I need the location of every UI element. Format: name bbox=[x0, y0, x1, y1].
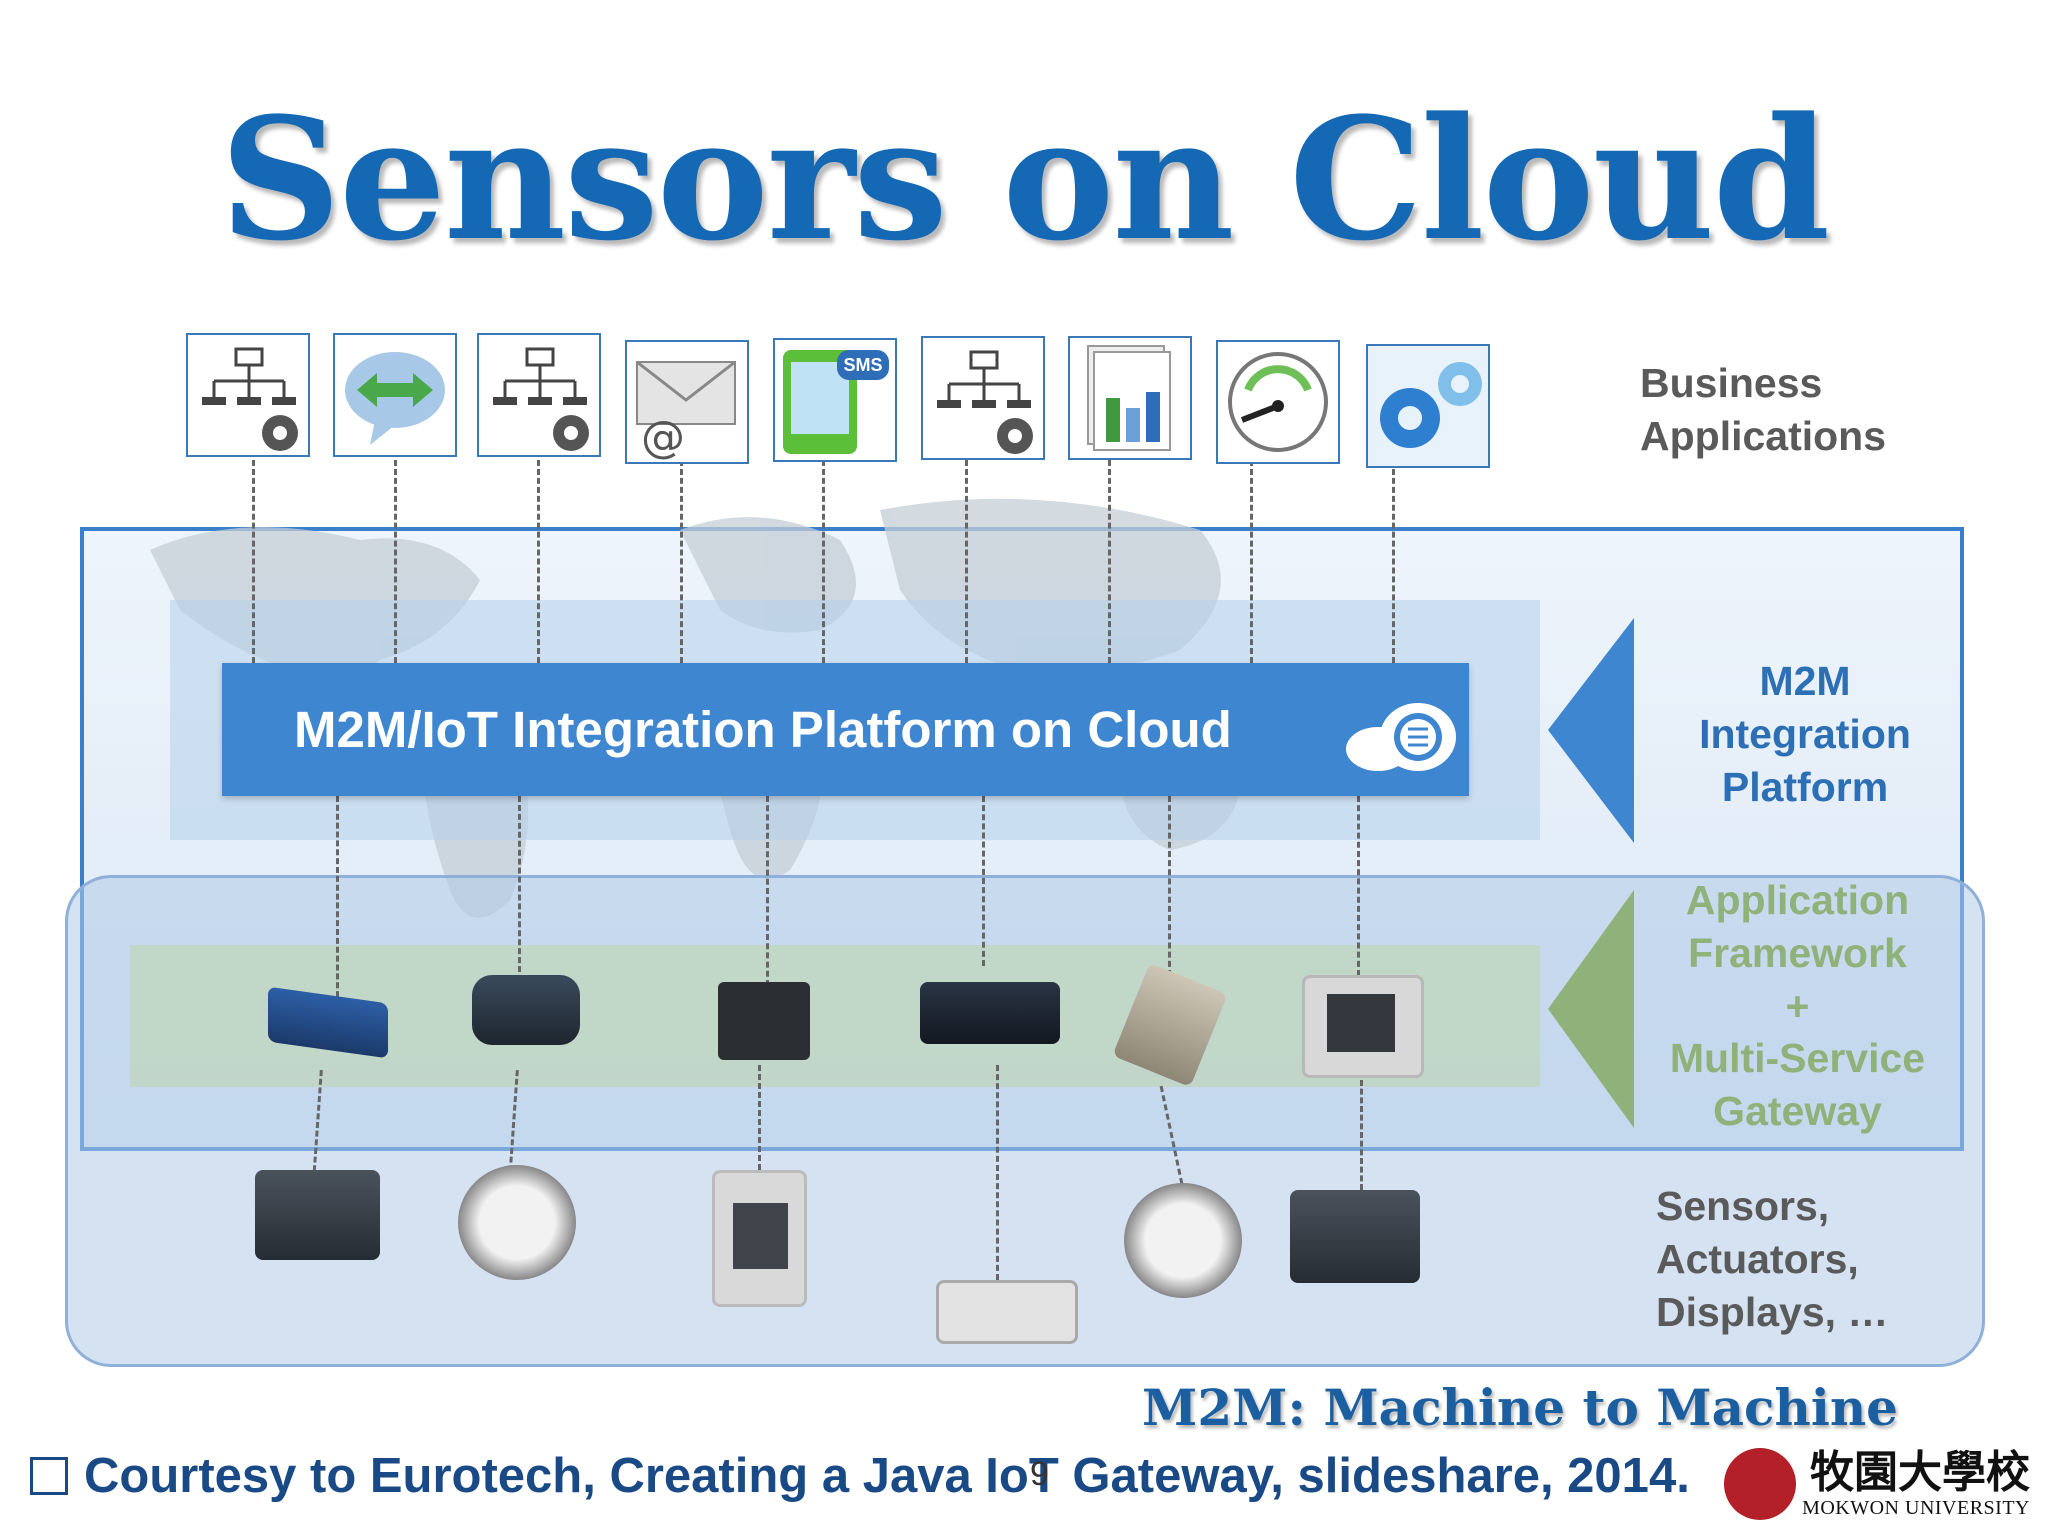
cloud-icon bbox=[1346, 703, 1456, 771]
electric-meter-icon bbox=[1124, 1183, 1242, 1298]
connector-line bbox=[982, 796, 985, 966]
connector-line bbox=[822, 460, 825, 663]
slide-title: Sensors on Cloud bbox=[219, 80, 1830, 278]
sms-phone-icon: SMS bbox=[773, 338, 897, 462]
connector-line bbox=[1250, 460, 1253, 663]
network-gear-icon bbox=[921, 336, 1045, 460]
plus-label: + bbox=[1785, 983, 1810, 1029]
connector-line bbox=[758, 1065, 761, 1170]
display-module-icon bbox=[936, 1280, 1078, 1344]
platform-bar-label: M2M/IoT Integration Platform on Cloud bbox=[294, 701, 1232, 758]
io-module-icon bbox=[255, 1170, 380, 1260]
rugged-computer-icon bbox=[718, 982, 810, 1060]
sms-badge: SMS bbox=[843, 355, 882, 375]
connector-line bbox=[537, 460, 540, 663]
network-gear-icon bbox=[477, 333, 601, 457]
page-number: 9 bbox=[1030, 1455, 1049, 1493]
gauge-icon bbox=[1216, 340, 1340, 464]
connector-line bbox=[518, 796, 521, 981]
svg-text:@: @ bbox=[641, 412, 685, 462]
panel-display-icon bbox=[1302, 975, 1424, 1078]
io-module-icon bbox=[1290, 1190, 1420, 1283]
business-applications-label: Business Applications bbox=[1640, 360, 1887, 459]
gateway-box-icon bbox=[920, 982, 1060, 1044]
connector-line bbox=[1360, 1080, 1363, 1190]
chat-arrows-icon bbox=[333, 333, 457, 457]
touch-panel-icon bbox=[712, 1170, 807, 1307]
connector-line bbox=[965, 460, 968, 663]
connector-line bbox=[1168, 796, 1171, 976]
connector-line bbox=[336, 796, 339, 1006]
connector-line bbox=[394, 460, 397, 663]
courtesy-text: Courtesy to Eurotech, Creating a Java Io… bbox=[84, 1449, 1690, 1503]
sensors-actuators-label: Sensors, Actuators, Displays, … bbox=[1656, 1183, 1889, 1335]
application-framework-label: Application Framework bbox=[1685, 877, 1910, 976]
connector-line bbox=[1392, 460, 1395, 663]
network-gear-icon bbox=[186, 333, 310, 457]
checkbox-bullet-icon bbox=[30, 1457, 68, 1495]
university-seal-icon bbox=[1724, 1448, 1797, 1520]
courtesy-note: Courtesy to Eurotech, Creating a Java Io… bbox=[30, 1448, 1690, 1504]
connector-line bbox=[766, 796, 769, 986]
university-name-cjk: 牧園大學校 bbox=[1810, 1446, 2030, 1498]
integration-platform-bar: M2M/IoT Integration Platform on Cloud bbox=[222, 663, 1469, 796]
electric-meter-icon bbox=[458, 1165, 576, 1280]
m2m-platform-label: M2M Integration Platform bbox=[1699, 658, 1911, 810]
handheld-device-icon bbox=[472, 975, 580, 1045]
gears-icon bbox=[1366, 344, 1490, 468]
connector-line bbox=[1108, 460, 1111, 663]
framework-arrow-icon bbox=[1548, 890, 1634, 1128]
multi-service-gateway-label: Multi-Service Gateway bbox=[1669, 1035, 1926, 1134]
platform-arrow-icon bbox=[1548, 618, 1634, 843]
university-logo: 牧園大學校 MOKWON UNIVERSITY bbox=[1724, 1448, 2030, 1520]
email-icon: @ bbox=[625, 340, 749, 464]
connector-line bbox=[680, 460, 683, 663]
report-chart-icon bbox=[1068, 336, 1192, 460]
university-name-en: MOKWON UNIVERSITY bbox=[1802, 1496, 2030, 1519]
connector-line bbox=[996, 1065, 999, 1280]
connector-line bbox=[252, 460, 255, 663]
m2m-definition: M2M: Machine to Machine bbox=[1141, 1378, 1898, 1437]
connector-line bbox=[1357, 796, 1360, 976]
